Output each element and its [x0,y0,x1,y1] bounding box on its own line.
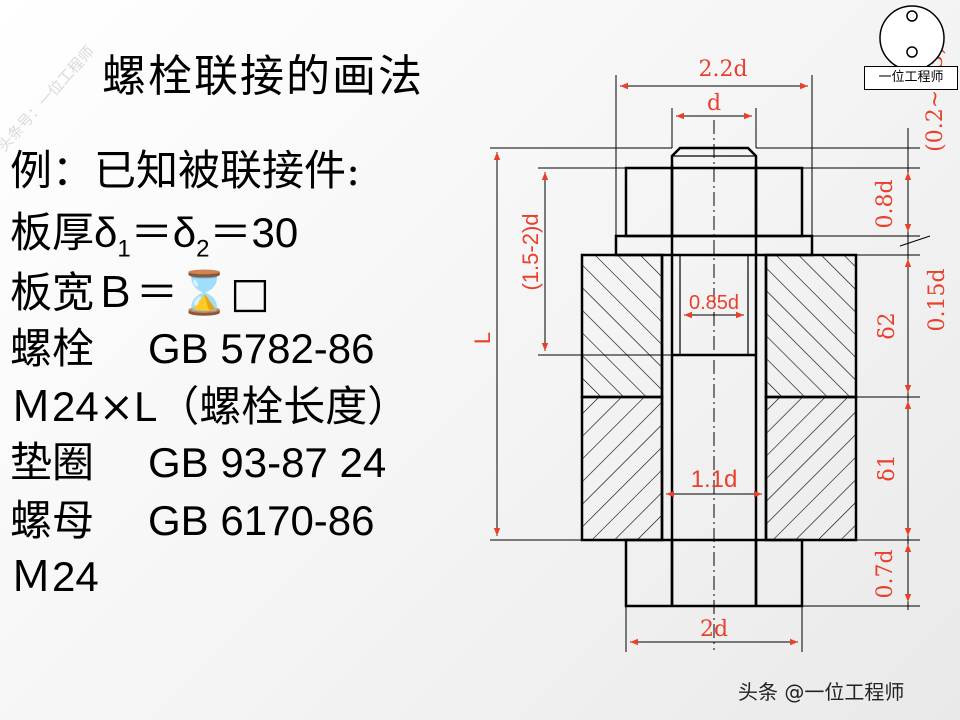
dim-top-width: 2.2d [698,57,747,82]
lower-plate [580,395,858,542]
page-title: 螺栓联接的画法 [102,51,424,102]
dim-hole: 1.1d [691,466,738,493]
delta1-sub: 1 [117,235,131,263]
nut-label: 螺母 [10,496,95,545]
footer-watermark: 头条 @一位工程师 [738,680,905,704]
equals-1: ＝ [130,208,173,257]
dim-nut-height: 0.8d [873,179,898,228]
dim-delta2: δ2 [875,312,900,339]
spec-line-nut-size: Ｍ24 [10,556,99,598]
delta2-sub: 2 [196,235,210,263]
upper-plate [580,253,858,399]
m-letter: Ｍ [10,382,53,431]
times-sign: × [98,382,134,431]
dim-washer-thickness: 0.15d [925,268,950,331]
bolt-head [624,538,804,608]
dim-shank: d [707,91,721,116]
dimension-lines [490,75,931,652]
logo-icon [879,5,945,71]
nut-standard: GB 6170-86 [148,497,375,544]
length-note: （螺栓长度） [157,382,410,431]
thickness-label: 板厚 [10,208,95,257]
spec-line-bolt-size: Ｍ24×L（螺栓长度） [10,386,409,428]
bolt-standard: GB 5782-86 [148,325,375,372]
m-letter-2: Ｍ [10,552,53,601]
spec-line-width: 板宽Ｂ＝⌛□ [10,268,270,317]
delta1-symbol: δ [94,209,118,256]
washer-standard: GB 93-87 24 [148,439,387,486]
dim-head-height: 0.7d [873,549,898,598]
spec-line-thickness: 板厚δ1＝δ2＝30 [10,212,298,261]
dim-delta1: δ1 [875,454,900,481]
bolt-shank [660,165,768,605]
delta2-symbol: δ [172,209,197,256]
nut-size: 24 [52,553,99,600]
spec-line-known: 例：已知被联接件: [10,146,361,195]
length-symbol: L [133,383,158,430]
thickness-value: ＝30 [209,209,299,256]
dim-length: L [470,332,495,344]
dim-bottom-width: 2d [700,617,728,642]
logo-badge: 一位工程师 [864,66,958,90]
bolt-label: 螺栓 [10,324,95,373]
washer-label: 垫圈 [10,438,95,487]
dim-thread-length: (1.5-2)d [518,213,543,290]
bolt-size: 24 [52,383,99,430]
dim-hole-inner: 0.85d [689,292,739,314]
